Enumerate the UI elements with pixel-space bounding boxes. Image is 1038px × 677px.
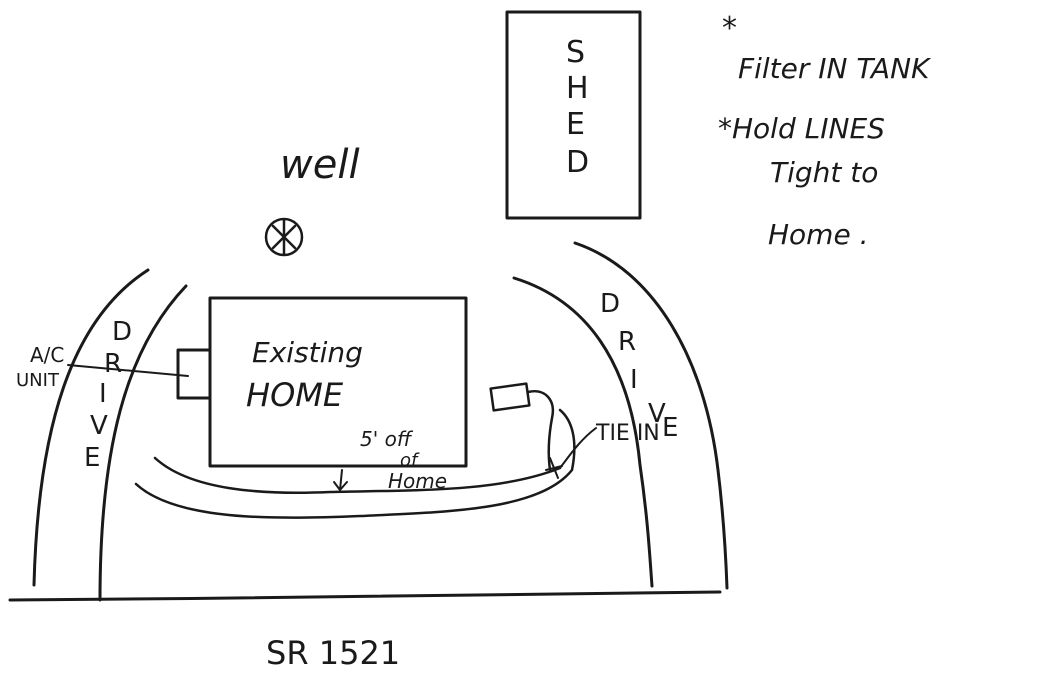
ac-unit-label-line1: A/C (30, 343, 64, 367)
shed-letter-e: E (566, 107, 585, 142)
line-outer (134, 408, 576, 519)
well-label: well (280, 142, 360, 188)
note-hold-lines: *Hold LINES (718, 112, 885, 145)
notes-marker: * (722, 11, 737, 46)
note-home: Home . (768, 218, 869, 251)
line-inner (153, 456, 562, 494)
drive-right-letter-v: V (648, 399, 666, 429)
offset-arrow (333, 469, 348, 491)
drive-right-letter-i: I (630, 365, 638, 395)
tie-in-label: TIE IN (595, 421, 660, 446)
home-outline (208, 296, 468, 468)
shed-outline (505, 10, 642, 220)
drive-left-letter-d: D (112, 317, 132, 347)
drive-left-letter-i: I (99, 379, 107, 409)
drive-left-inner (98, 284, 188, 602)
well-icon (264, 217, 304, 257)
road-label: SR 1521 (266, 634, 400, 672)
drive-right-letter-r: R (618, 327, 636, 357)
offset-line1: 5' off (360, 427, 414, 451)
home-label-line1: Existing (252, 336, 363, 369)
drive-right-outer (573, 241, 729, 590)
tie-in-marker (545, 457, 563, 479)
drive-left-letter-e: E (84, 443, 100, 473)
tank-box (489, 382, 531, 412)
drive-right-letter-d: D (600, 289, 620, 319)
shed-letter-h: H (566, 71, 589, 106)
road-line (8, 590, 722, 602)
offset-line3: Home (388, 469, 447, 493)
drive-left-outer (32, 268, 150, 587)
ac-unit-leader (67, 364, 189, 377)
shed-letter-s: S (566, 35, 585, 70)
note-tight-to: Tight to (770, 156, 878, 189)
drive-right-letter-e: E (662, 413, 678, 443)
drive-left-letter-v: V (90, 411, 108, 441)
note-filter: Filter IN TANK (738, 52, 932, 85)
tank-to-line (526, 389, 555, 472)
drive-left-letter-r: R (104, 349, 122, 379)
shed-letter-d: D (566, 145, 589, 180)
offset-line2: of (400, 450, 420, 471)
home-label-line2: HOME (246, 376, 344, 414)
drive-right-inner (512, 276, 654, 588)
ac-unit-box (176, 348, 212, 400)
ac-unit-label-line2: UNIT (16, 370, 60, 391)
tie-in-leader (559, 427, 597, 469)
